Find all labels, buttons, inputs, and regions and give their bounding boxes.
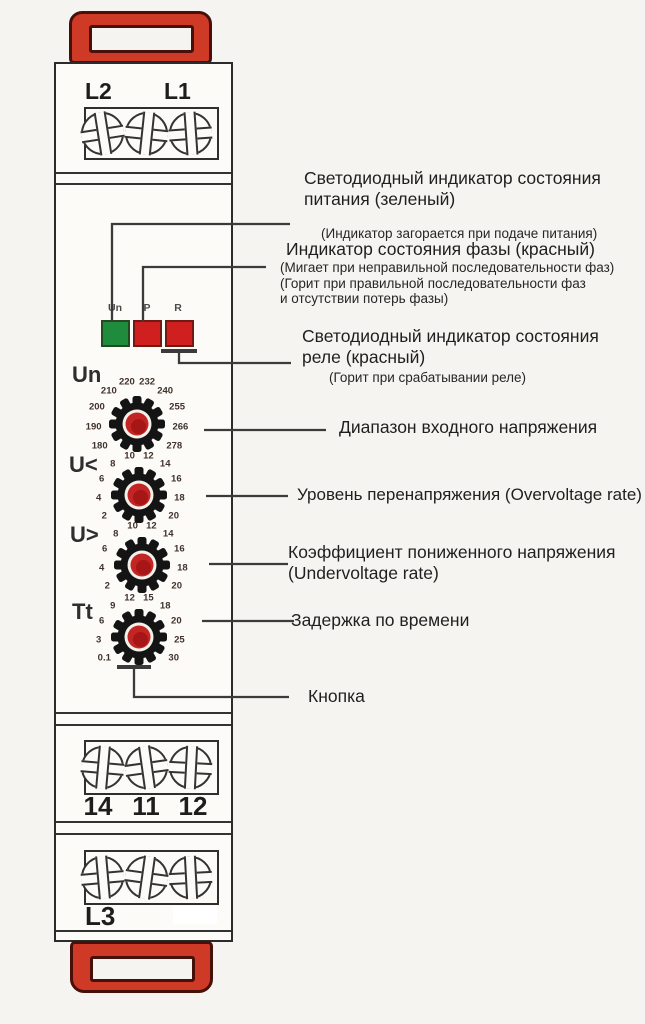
knob-scale-value: 25	[174, 634, 185, 646]
knob-scale-value: 210	[100, 385, 117, 397]
knob-scale-value: 30	[168, 652, 179, 664]
knob-scale-value: 16	[171, 473, 182, 485]
knob-scale-value: 15	[143, 592, 154, 604]
knob-scale-value: 8	[113, 528, 119, 540]
led-label-r: R	[174, 302, 182, 314]
annotation-power-led-title: Светодиодный индикатор состояния питания…	[304, 168, 601, 209]
annotation-relay-led-title: Светодиодный индикатор состояния реле (к…	[302, 326, 599, 367]
terminal-label-11: 11	[132, 791, 160, 821]
panel-seam	[56, 712, 231, 715]
annotation-overvoltage: Уровень перенапряжения (Overvoltage rate…	[297, 485, 642, 504]
knob-label-un: Un	[72, 362, 102, 387]
knob-scale-value: 4	[98, 562, 105, 574]
panel-seam	[56, 833, 231, 836]
terminal-label-l2: L2	[85, 78, 112, 104]
panel-seam	[56, 183, 231, 186]
knob-scale-value: 12	[124, 592, 135, 604]
terminal-label-l1: L1	[164, 78, 191, 104]
rotary-knob-4	[83, 581, 195, 698]
knob-scale-value: 3	[95, 634, 102, 646]
knob-scale-value: 12	[146, 520, 157, 532]
led-label-p: P	[143, 302, 151, 314]
clip-slot	[90, 956, 195, 982]
terminal-label-12: 12	[178, 791, 208, 821]
knob-scale-value: 190	[85, 421, 102, 433]
panel-seam	[56, 724, 231, 727]
rotary-knob-1	[81, 368, 193, 485]
annotation-phase-led-title: Индикатор состояния фазы (красный)	[286, 239, 595, 259]
led-label-un: Un	[108, 302, 122, 314]
panel-seam	[56, 821, 231, 824]
knob-scale-value: 9	[110, 600, 116, 612]
knob-scale-value: 0.1	[97, 652, 111, 664]
knob-scale-value: 6	[99, 615, 105, 627]
annotation-phase-led-note: (Мигает при неправильной последовательно…	[280, 260, 615, 306]
terminal-label-14: 14	[83, 791, 113, 821]
knob-scale-value: 6	[102, 543, 108, 555]
knob-scale-value: 180	[91, 440, 108, 452]
knob-scale-value: 240	[157, 385, 174, 397]
knob-scale-value: 14	[162, 528, 174, 540]
annotation-time-delay: Задержка по времени	[291, 610, 470, 630]
knob-scale-value: 220	[118, 376, 135, 388]
knob-scale-value: 4	[95, 492, 102, 504]
knob-scale-value: 18	[177, 562, 188, 574]
relay-led-red	[165, 320, 194, 347]
annotation-power-led-note: (Индикатор загорается при подаче питания…	[321, 226, 598, 241]
annotation-relay-led-note: (Горит при срабатывании реле)	[329, 370, 527, 385]
device-body: L2 L1 Un P R Un U< U> Tt 14 11 12 L3 180…	[54, 62, 233, 942]
panel-seam	[56, 172, 231, 175]
phase-led-red	[133, 320, 162, 347]
knob-scale-value: 8	[110, 458, 116, 470]
knob-label-tt: Tt	[72, 599, 93, 624]
knob-label-u-less: U<	[69, 452, 98, 477]
annotation-voltage-range: Диапазон входного напряжения	[339, 417, 598, 437]
power-led-green	[101, 320, 130, 347]
knob-scale-value: 20	[171, 580, 182, 592]
knob-scale-value: 20	[168, 510, 179, 522]
knob-scale-value: 12	[143, 450, 154, 462]
panel-seam	[56, 930, 231, 933]
annotation-undervoltage: Коэффициент пониженного напряжения (Unde…	[288, 542, 616, 583]
knob-scale-value: 20	[171, 615, 182, 627]
clip-slot	[89, 25, 194, 53]
annotation-button: Кнопка	[308, 686, 365, 706]
knob-scale-value: 200	[88, 401, 105, 413]
knob-scale-value: 2	[104, 580, 110, 592]
knob-scale-value: 18	[174, 492, 185, 504]
terminal-label-l3: L3	[85, 901, 116, 931]
knob-scale-value: 266	[172, 421, 189, 433]
rotary-knob-2	[83, 439, 195, 556]
knob-scale-value: 14	[159, 458, 171, 470]
din-clip-top	[69, 11, 212, 64]
knob-scale-value: 16	[174, 543, 185, 555]
knob-scale-value: 10	[124, 450, 135, 462]
knob-scale-value: 278	[166, 440, 183, 452]
din-clip-bottom	[70, 941, 213, 993]
knob-label-u-more: U>	[70, 522, 99, 547]
knob-scale-value: 18	[159, 600, 171, 612]
rotary-knob-3	[86, 509, 198, 626]
knob-scale-value: 2	[101, 510, 107, 522]
knob-scale-value: 255	[169, 401, 186, 413]
knob-scale-value: 10	[127, 520, 138, 532]
knob-scale-value: 6	[99, 473, 105, 485]
knob-scale-value: 232	[139, 376, 156, 388]
erased-area	[173, 906, 217, 924]
